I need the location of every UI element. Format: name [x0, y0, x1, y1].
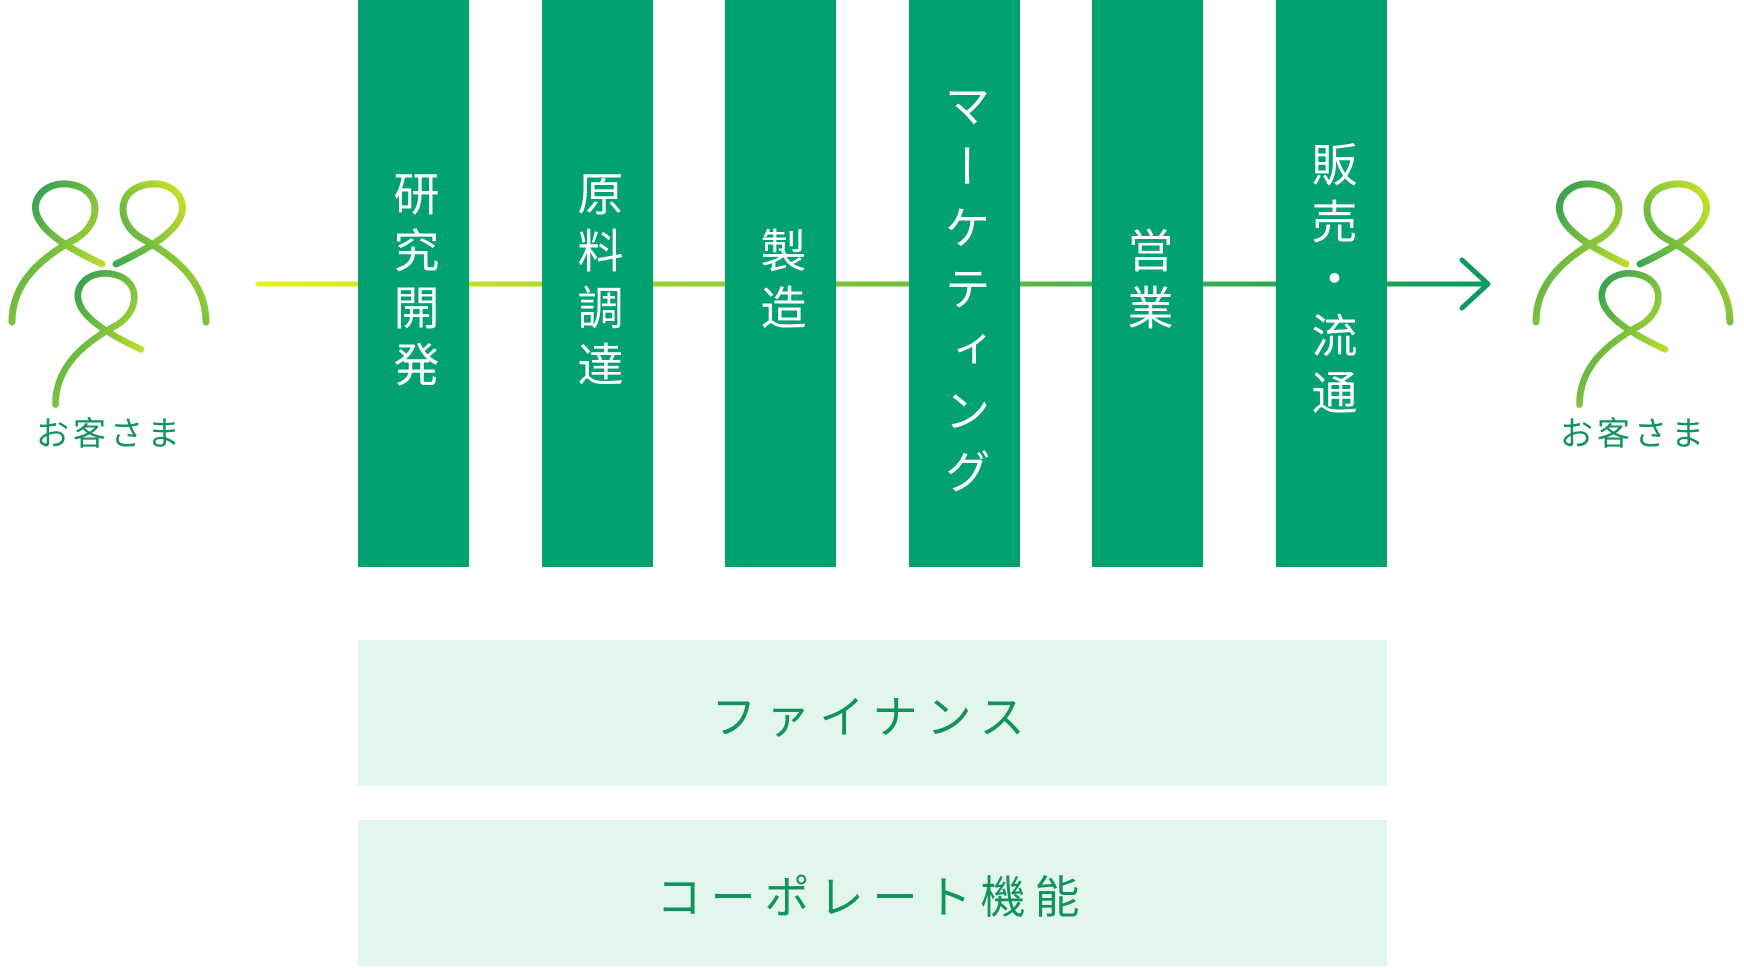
- stage-research-development: 研究開発: [358, 0, 469, 567]
- stage-label: 営業: [1120, 226, 1175, 341]
- stage-marketing: マーケティング: [909, 0, 1020, 567]
- support-label: コーポレート機能: [656, 870, 1089, 924]
- stage-sales: 営業: [1092, 0, 1203, 567]
- customer-label-right: お客さま: [1560, 414, 1708, 453]
- customer-group-left-icon: [12, 184, 206, 405]
- stage-label: 製造: [753, 226, 808, 341]
- stage-procurement: 原料調達: [542, 0, 653, 567]
- stage-distribution: 販売・流通: [1276, 0, 1387, 567]
- customer-label-left: お客さま: [36, 414, 184, 453]
- support-band-finance: ファイナンス: [358, 640, 1387, 786]
- stage-label: 原料調達: [570, 169, 625, 398]
- flow-arrowhead-icon: [1459, 257, 1491, 311]
- stage-label: マーケティング: [937, 82, 992, 509]
- stage-manufacturing: 製造: [725, 0, 836, 567]
- customer-group-right-icon: [1536, 184, 1730, 405]
- support-band-corporate: コーポレート機能: [358, 820, 1387, 966]
- support-label: ファイナンス: [711, 690, 1034, 744]
- stage-label: 研究開発: [386, 169, 441, 398]
- stage-label: 販売・流通: [1304, 141, 1359, 426]
